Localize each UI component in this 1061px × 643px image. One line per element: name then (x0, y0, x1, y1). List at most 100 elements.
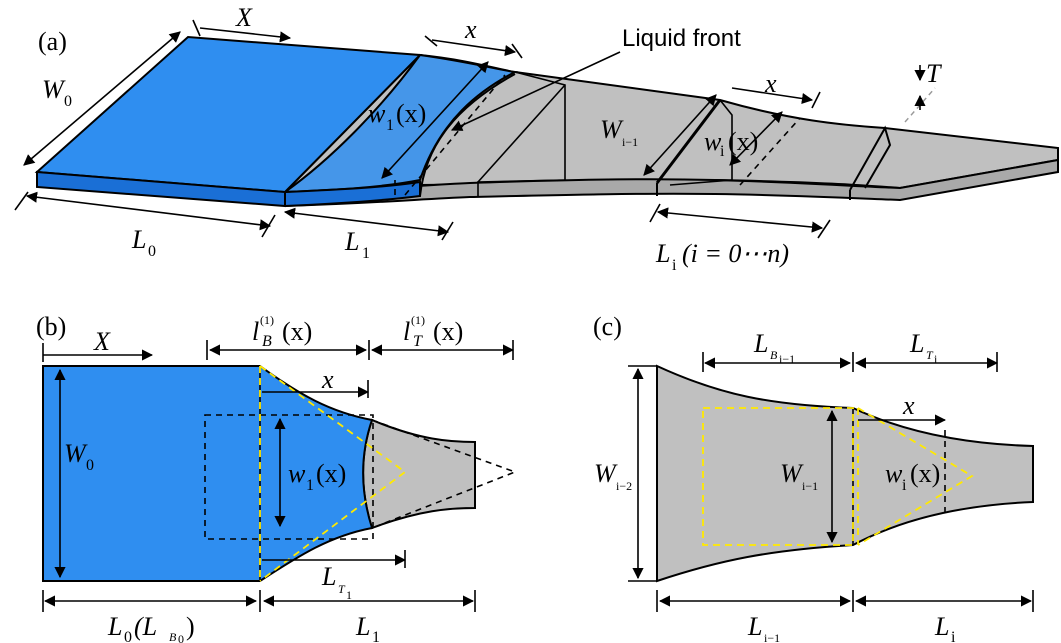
svg-text:0: 0 (124, 629, 132, 643)
svg-text:W: W (780, 459, 804, 488)
svg-text:i−1: i−1 (802, 479, 818, 493)
svg-text:W: W (64, 439, 88, 468)
c-label-wix: w i (x) (885, 459, 940, 494)
L0-tick-r (261, 214, 276, 238)
wi-arrow (729, 111, 783, 166)
b-blue-region (42, 365, 374, 582)
svg-text:i: i (672, 257, 677, 274)
svg-text:(L: (L (134, 612, 157, 641)
svg-text:i: i (951, 629, 956, 643)
c-label-LB: L B i−1 (753, 329, 795, 366)
W0-arrow (23, 31, 181, 166)
svg-text:T: T (338, 582, 346, 596)
svg-text:(i = 0⋯n): (i = 0⋯n) (682, 239, 789, 268)
panel-b: (b) X l (1) B (36, 312, 518, 643)
svg-text:l: l (252, 317, 259, 346)
svg-text:1: 1 (386, 117, 394, 134)
svg-text:0: 0 (86, 457, 94, 474)
svg-text:T: T (413, 333, 423, 350)
c-label-Li: L i (934, 612, 956, 643)
c-label-Li1: L i−1 (747, 612, 780, 643)
svg-text:L: L (131, 225, 146, 254)
svg-text:B: B (770, 348, 778, 362)
svg-text:1: 1 (372, 629, 380, 643)
svg-text:(x): (x) (910, 459, 940, 488)
svg-text:w: w (368, 99, 386, 128)
b-label-X: X (93, 327, 111, 356)
c-grey-shape (656, 364, 1034, 583)
b-label-W0: W 0 (64, 439, 94, 474)
label-x-a2: x (764, 69, 777, 98)
label-Li-a: L i (i = 0⋯n) (655, 239, 789, 274)
label-x-a1: x (464, 15, 477, 44)
label-X-a: X (235, 3, 253, 32)
label-wix-a: w i (x) (704, 127, 758, 160)
svg-text:1: 1 (362, 245, 370, 262)
label-T: T (926, 59, 942, 88)
x-arrow-a2 (731, 87, 814, 105)
svg-text:L: L (747, 612, 762, 641)
L0-tick-l (14, 191, 29, 211)
X-arrow (199, 27, 292, 43)
svg-text:(1): (1) (411, 313, 425, 327)
liquid-front-label: Liquid front (622, 25, 741, 52)
svg-text:0: 0 (148, 243, 156, 260)
svg-text:W: W (600, 115, 624, 144)
panel-a-label: (a) (38, 27, 67, 56)
L1-arrow (283, 207, 450, 237)
svg-text:i: i (720, 143, 725, 160)
svg-text:i−2: i−2 (616, 479, 632, 493)
b-label-L0: L 0 (L B 0 ) (107, 612, 195, 643)
svg-text:(x): (x) (728, 127, 758, 156)
c-label-x: x (902, 391, 915, 420)
svg-text:(x): (x) (316, 459, 346, 488)
svg-text:B: B (169, 630, 177, 643)
svg-text:i−1: i−1 (779, 352, 795, 366)
b-label-LT1: L T 1 (321, 562, 352, 602)
L0-arrow (25, 191, 272, 231)
svg-text:L: L (909, 329, 924, 358)
Li-arrow (656, 207, 824, 233)
label-Wim1-a: W i−1 (600, 115, 638, 149)
c-yellow-rect (702, 407, 854, 546)
b-label-lB: l (1) B (x) (252, 313, 312, 350)
svg-text:L: L (321, 562, 336, 591)
label-L1-a: L 1 (344, 227, 370, 262)
b-dashed-triangle (371, 419, 518, 529)
svg-text:1: 1 (346, 588, 352, 602)
svg-text:(x): (x) (396, 99, 426, 128)
svg-text:L: L (344, 227, 359, 256)
svg-text:B: B (262, 333, 272, 350)
w1-arrow (381, 61, 489, 179)
liquid-front-pointer (450, 51, 621, 131)
segment-divider-2 (477, 84, 566, 183)
svg-text:L: L (934, 612, 949, 641)
x-tick-a1 (424, 35, 438, 47)
panel-a: (a) (14, 3, 1059, 274)
svg-text:W: W (42, 75, 66, 104)
b-dashed-rect (204, 414, 374, 540)
Li-tick-r (817, 219, 831, 239)
panel-c-label: (c) (593, 312, 622, 341)
svg-text:0: 0 (178, 632, 184, 643)
Wi1-arrow (643, 94, 717, 176)
svg-text:): ) (186, 612, 195, 641)
b-label-lT: l (1) T (x) (403, 313, 463, 350)
x-tick-a2 (811, 91, 821, 109)
x-tick-a1b (511, 43, 523, 59)
x-arrow-a1 (431, 39, 517, 57)
svg-text:T: T (926, 348, 934, 362)
svg-text:l: l (403, 317, 410, 346)
label-w1x-a: w 1 (x) (368, 99, 426, 134)
svg-text:i−1: i−1 (622, 135, 638, 149)
b-label-w1x: w 1 (x) (288, 459, 346, 494)
c-label-LT: L T i (909, 329, 938, 366)
svg-text:W: W (594, 459, 618, 488)
svg-text:w: w (288, 459, 306, 488)
svg-text:L: L (355, 612, 370, 641)
panel-c: (c) L B i−1 L T i x (593, 312, 1034, 643)
svg-text:L: L (107, 612, 122, 641)
svg-text:i−1: i−1 (764, 631, 780, 643)
b-yellow-triangle (259, 365, 407, 582)
